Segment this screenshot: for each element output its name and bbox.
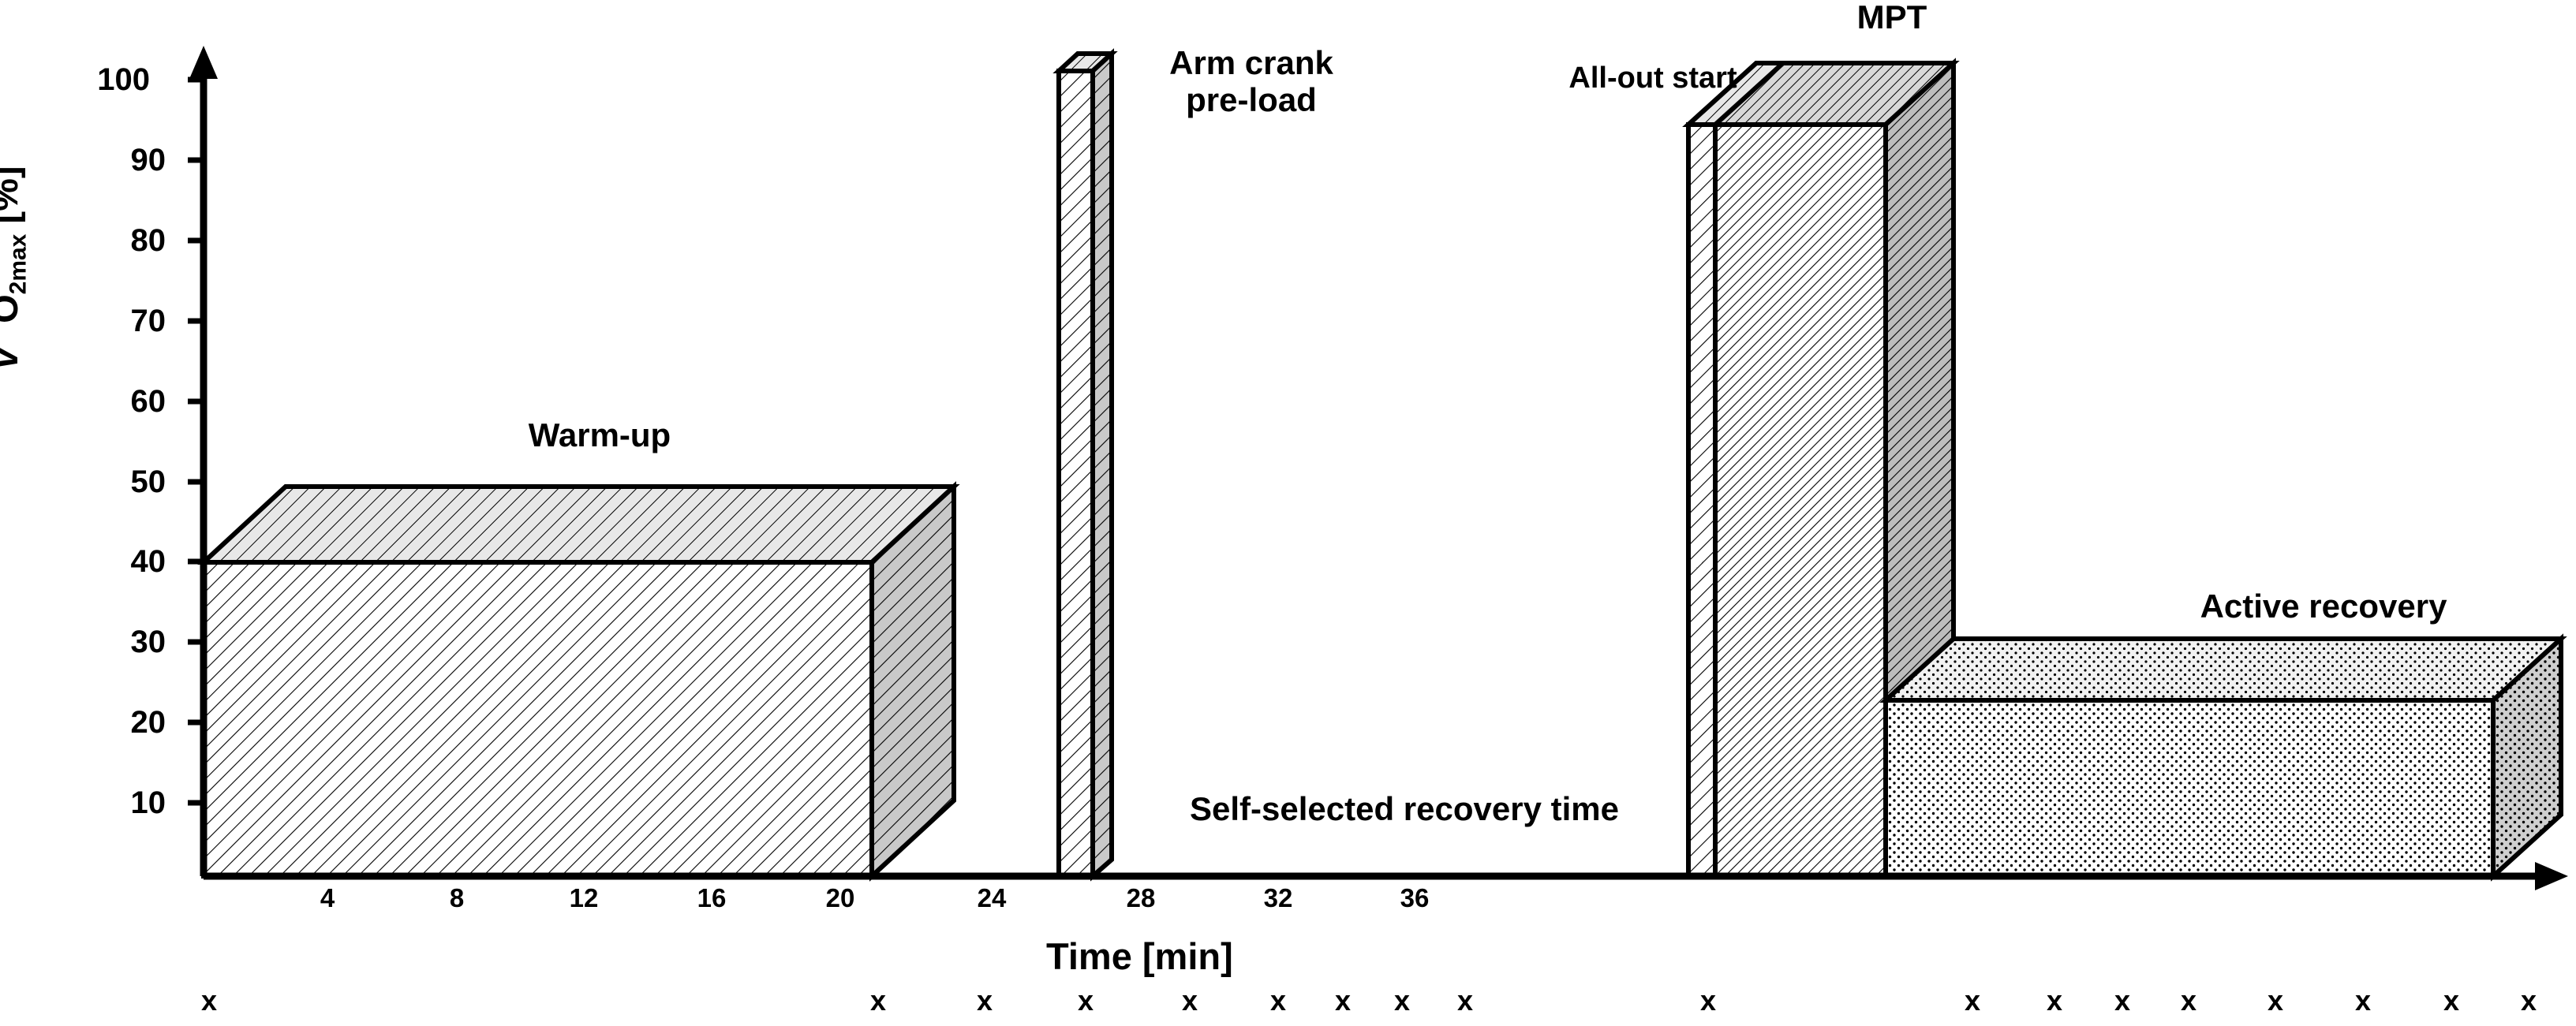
y-tick-90: 90 — [130, 143, 166, 177]
y-tick-100: 100 — [97, 62, 150, 97]
sample-mark-2: x — [869, 984, 887, 1017]
bar-mpt — [1682, 58, 1960, 879]
sample-mark-10: x — [1699, 984, 1717, 1017]
x-tick-16: 16 — [697, 883, 727, 912]
x-tick-20: 20 — [825, 883, 855, 912]
y-axis-label: V˙ O2max [%] — [0, 39, 32, 371]
y-tick-80: 80 — [130, 223, 166, 258]
sample-mark-4: x — [1077, 984, 1094, 1017]
sample-mark-5: x — [1181, 984, 1198, 1017]
y-axis-label-dot: ˙ — [0, 334, 25, 346]
y-axis-label-unit: [%] — [0, 166, 25, 224]
y-tick-40: 40 — [130, 544, 166, 579]
sample-mark-17: x — [2443, 984, 2460, 1017]
arm-crank-preload-line1: Arm crank — [1169, 44, 1333, 81]
sample-mark-9: x — [1456, 984, 1474, 1017]
y-tick-20: 20 — [130, 705, 166, 740]
x-tick-12: 12 — [569, 883, 599, 912]
sample-mark-7: x — [1334, 984, 1352, 1017]
x-tick-8: 8 — [449, 883, 465, 912]
bar-active-recovery — [1879, 633, 2567, 882]
sample-mark-12: x — [2046, 984, 2063, 1017]
sample-mark-11: x — [1964, 984, 1981, 1017]
sample-mark-6: x — [1269, 984, 1287, 1017]
y-axis-label-sub: 2max — [5, 233, 32, 295]
x-axis-label: Time [min] — [1046, 935, 1233, 977]
x-tick-28: 28 — [1126, 883, 1156, 912]
bar-arm-crank-preload — [1052, 48, 1118, 882]
sample-mark-13: x — [2114, 984, 2131, 1017]
arm-crank-preload-label: Arm crank pre-load — [1109, 44, 1393, 118]
sample-mark-15: x — [2267, 984, 2284, 1017]
y-tick-10: 10 — [130, 785, 166, 820]
sample-mark-18: x — [2520, 984, 2537, 1017]
y-axis-label-v: V — [0, 346, 25, 371]
x-tick-4: 4 — [320, 883, 335, 912]
x-tick-36: 36 — [1400, 883, 1430, 912]
sample-mark-3: x — [976, 984, 993, 1017]
x-tick-24: 24 — [977, 883, 1007, 912]
y-axis-label-o: O — [0, 294, 25, 334]
self-selected-recovery-label: Self-selected recovery time — [1190, 790, 1619, 827]
all-out-start-label: All-out start — [1568, 62, 1737, 95]
sample-mark-16: x — [2354, 984, 2372, 1017]
warm-up-label: Warm-up — [528, 416, 671, 453]
y-tick-30: 30 — [130, 625, 166, 659]
arm-crank-preload-line2: pre-load — [1186, 81, 1317, 119]
mpt-label: MPT — [1856, 0, 1927, 35]
sample-mark-14: x — [2180, 984, 2197, 1017]
y-tick-70: 70 — [130, 304, 166, 338]
sample-mark-1: x — [200, 984, 218, 1017]
y-tick-60: 60 — [130, 384, 166, 419]
bar-warm-up — [197, 481, 960, 882]
active-recovery-label: Active recovery — [2200, 588, 2447, 625]
axes — [188, 46, 2568, 890]
x-tick-32: 32 — [1263, 883, 1293, 912]
sample-mark-8: x — [1393, 984, 1411, 1017]
y-tick-50: 50 — [130, 464, 166, 499]
